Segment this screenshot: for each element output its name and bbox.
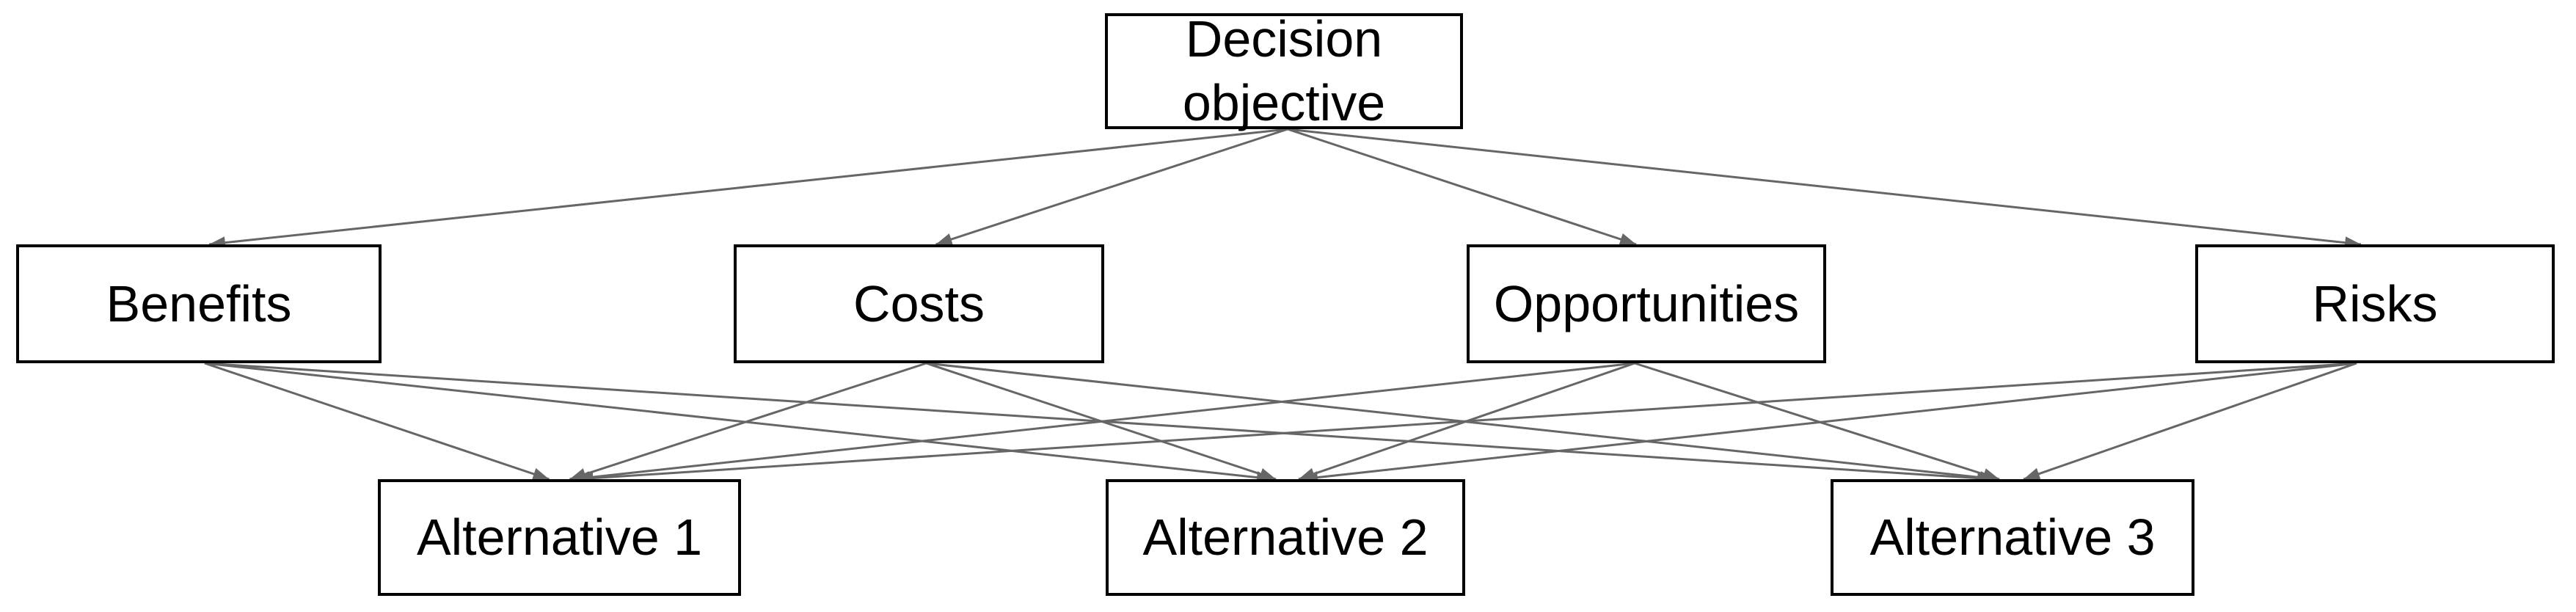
node-alternative-1: Alternative 1 bbox=[378, 479, 741, 596]
node-opportunities: Opportunities bbox=[1467, 244, 1826, 363]
node-label-costs: Costs bbox=[853, 274, 985, 332]
node-label-decision-objective: Decision objective bbox=[1182, 10, 1386, 131]
edge-decision-to-risks bbox=[1287, 128, 2362, 249]
edge-risks-to-alt2 bbox=[1301, 362, 2357, 484]
edge-opportunities-to-alt3 bbox=[1634, 362, 2000, 481]
edge-costs-to-alt1 bbox=[569, 362, 927, 481]
edge-risks-to-alt3 bbox=[2023, 362, 2357, 481]
node-risks: Risks bbox=[2195, 244, 2555, 363]
node-label-alternative-2: Alternative 2 bbox=[1142, 509, 1429, 566]
edge-decision-to-costs bbox=[935, 128, 1288, 246]
edge-benefits-to-alt2 bbox=[204, 362, 1274, 484]
edge-benefits-to-alt1 bbox=[204, 362, 550, 481]
node-alternative-2: Alternative 2 bbox=[1106, 479, 1465, 596]
edge-opportunities-to-alt1 bbox=[573, 362, 1635, 484]
node-label-risks: Risks bbox=[2312, 274, 2438, 332]
node-label-alternative-1: Alternative 1 bbox=[416, 509, 703, 566]
edge-decision-to-benefits bbox=[208, 128, 1288, 249]
node-label-alternative-3: Alternative 3 bbox=[1869, 509, 2156, 566]
node-alternative-3: Alternative 3 bbox=[1831, 479, 2194, 596]
edge-lines bbox=[204, 128, 2362, 485]
edge-decision-to-opportunities bbox=[1287, 128, 1637, 246]
node-label-benefits: Benefits bbox=[106, 274, 292, 332]
node-label-opportunities: Opportunities bbox=[1493, 274, 1800, 332]
node-benefits: Benefits bbox=[16, 244, 382, 363]
node-costs: Costs bbox=[734, 244, 1104, 363]
node-decision-objective: Decision objective bbox=[1105, 10, 1463, 131]
edge-risks-to-alt1 bbox=[577, 362, 2357, 485]
